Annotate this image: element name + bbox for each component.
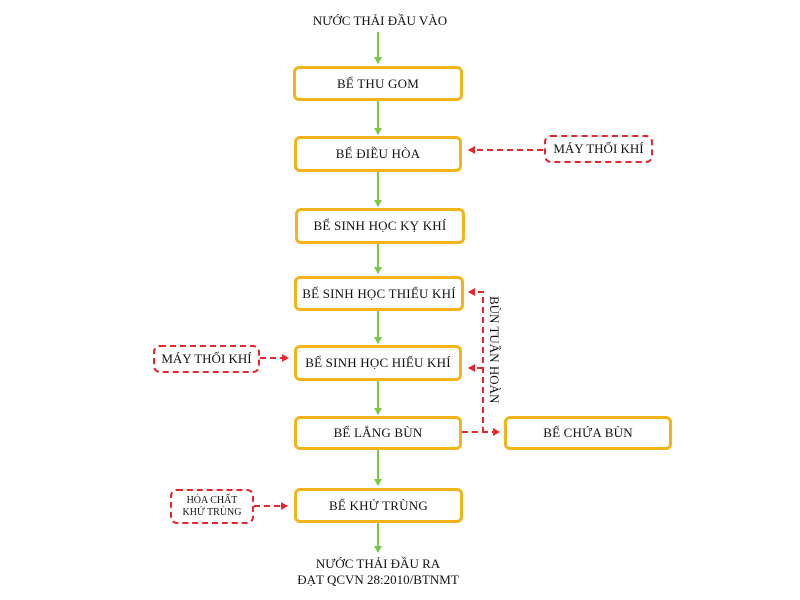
settling-tank-box: BỂ LẮNG BÙN — [294, 416, 462, 450]
disinfection-tank-box: BỂ KHỬ TRÙNG — [294, 488, 463, 523]
collection-tank-box: BỂ THU GOM — [293, 66, 463, 101]
air-blower-left-box: MÁY THỔI KHÍ — [153, 345, 260, 373]
anaerobic-tank-box: BỂ SINH HỌC KỴ KHÍ — [295, 208, 465, 244]
output-label-line2: ĐẠT QCVN 28:2010/BTNMT — [297, 572, 459, 587]
chemical-label-line2: KHỬ TRÙNG — [182, 506, 242, 518]
sludge-recirculation-label: BÙN TUẦN HOÀN — [487, 296, 502, 404]
input-label: NƯỚC THẢI ĐẦU VÀO — [312, 13, 448, 28]
chemical-label-line1: HÓA CHẤT — [186, 494, 238, 506]
equalization-tank-box: BỂ ĐIỀU HÒA — [294, 136, 462, 172]
disinfectant-chemical-box: HÓA CHẤT KHỬ TRÙNG — [170, 489, 254, 524]
sludge-storage-box: BỂ CHỨA BÙN — [504, 416, 672, 450]
aerobic-tank-box: BỂ SINH HỌC HIẾU KHÍ — [294, 345, 462, 381]
recirculation-loop — [462, 288, 484, 433]
output-label-line1: NƯỚC THẢI ĐẦU RA — [315, 556, 441, 571]
air-blower-right-box: MÁY THỔI KHÍ — [544, 135, 653, 163]
anoxic-tank-box: BỂ SINH HỌC THIẾU KHÍ — [294, 276, 464, 311]
